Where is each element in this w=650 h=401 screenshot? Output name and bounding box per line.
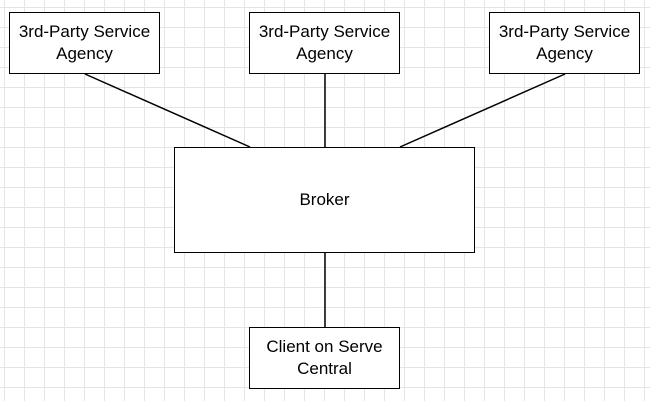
node-label: 3rd-Party Service Agency xyxy=(498,22,631,63)
node-broker[interactable]: Broker xyxy=(174,147,475,253)
node-label: Broker xyxy=(299,190,350,209)
edge-agency-3-to-broker xyxy=(399,73,566,148)
node-label: Client on Serve Central xyxy=(266,337,383,378)
node-service-agency-1[interactable]: 3rd-Party Service Agency xyxy=(9,12,160,74)
node-service-agency-3[interactable]: 3rd-Party Service Agency xyxy=(489,12,640,74)
node-service-agency-2[interactable]: 3rd-Party Service Agency xyxy=(249,12,400,74)
node-client[interactable]: Client on Serve Central xyxy=(249,327,400,389)
node-label: 3rd-Party Service Agency xyxy=(258,22,391,63)
node-label: 3rd-Party Service Agency xyxy=(18,22,151,63)
edge-agency-1-to-broker xyxy=(84,73,251,148)
